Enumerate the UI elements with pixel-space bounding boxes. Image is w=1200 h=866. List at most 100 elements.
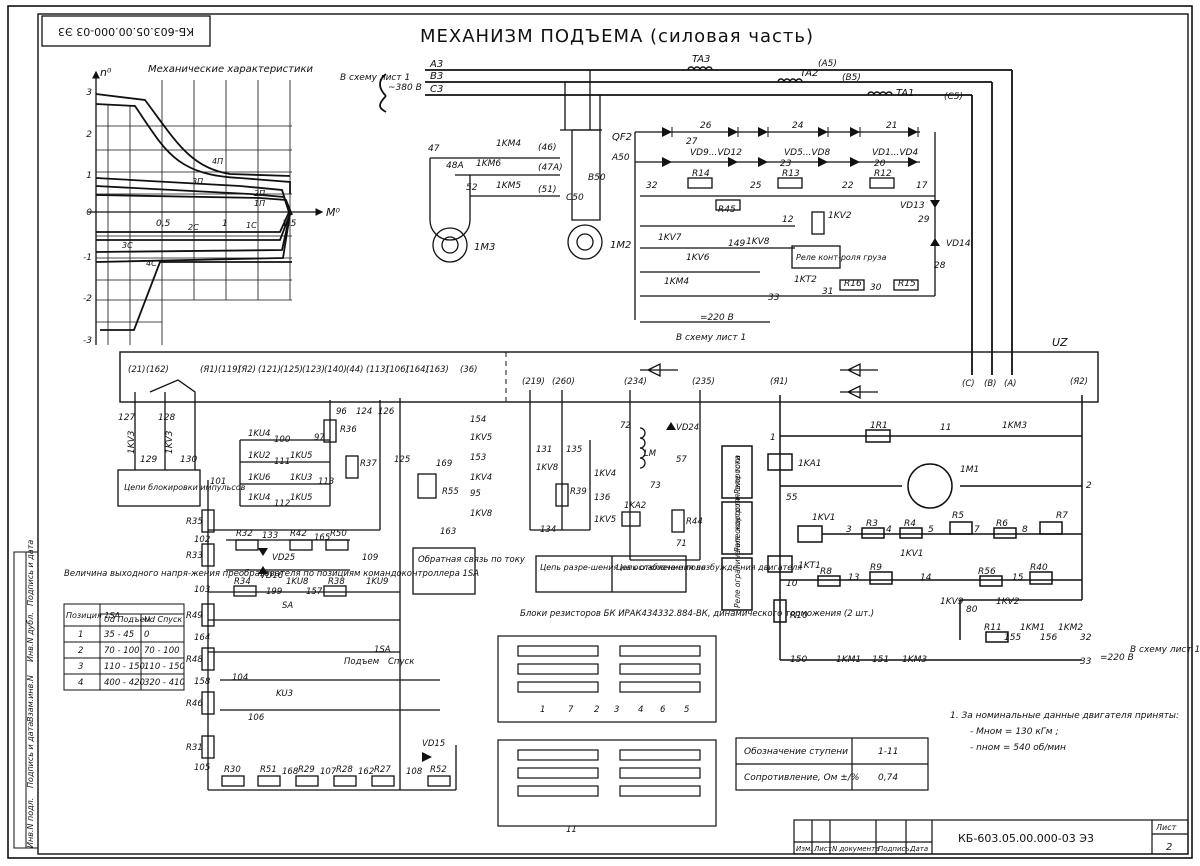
node-a50: A50 [611,153,630,163]
aw-151: 151 [872,655,889,665]
armature-circuit: 1M1 1KM3 1R1 R3 R4 R5 R6 R7 R8 R9 R56 R4… [721,395,1200,667]
cw-165: 165 [314,533,330,543]
y-tick-3: 3 [86,88,92,98]
uz-label: UZ [1052,336,1068,349]
voltage-table-cell: 1 [78,630,83,640]
page-title: МЕХАНИЗМ ПОДЪЕМА (силовая часть) [420,26,814,47]
stamp-col-3: Подпись [878,845,910,853]
aw-80: 80 [966,605,978,615]
r51: R51 [260,765,277,775]
ta2-label: TA2 [800,68,818,79]
f-w73: 73 [650,481,661,491]
w27: 27 [686,137,698,147]
contactor-1km3: 1KM3 [1002,421,1027,431]
r48: R48 [186,655,203,665]
node-46: (46) [538,143,556,153]
cw-112: 112 [274,499,290,509]
w32: 32 [646,181,658,191]
f-r39: R39 [570,487,587,497]
y-tick-m2: -2 [83,294,92,304]
stamp-col-1: Лист [813,845,833,853]
a-r7: R7 [1056,511,1068,521]
stamp-col-4: Дата [909,845,928,853]
controller-down: Спуск [388,657,415,667]
stamp-col-2: N документа [832,845,880,853]
voltage-table-cell: 2 [78,646,83,656]
f-w131: 131 [536,445,552,455]
side-label-1: Подпись и дата [26,722,35,788]
vd16: VD16 [260,571,284,581]
f-w72: 72 [620,421,631,431]
r13: R13 [782,169,800,179]
ta1-label: TA1 [896,88,914,99]
rb-t4: 4 [638,705,643,715]
f-1kv5: 1KV5 [594,515,616,525]
uz-t-121: (121) [258,365,281,375]
rb-label: 11 [566,825,577,835]
supply-lines: A3 B3 C3 В схему лист 1 ~380 В (А5) (В5)… [340,54,1013,375]
y-tick-0: 0 [86,208,92,218]
uz-t-36: (36) [460,365,477,375]
uz-t-c: (C) [962,379,975,389]
side-current-relay: Реле тока [733,455,742,494]
aw-55: 55 [786,493,798,503]
rb-title: Блоки резисторов БК ИРАК434332.884-ВК, д… [520,609,874,619]
out-b5: (В5) [842,73,861,83]
f-w135: 135 [566,445,582,455]
step-h1: Обозначение ступени [744,747,848,757]
node-b50: B50 [588,173,606,183]
side-label-2: Взам.инв.N [26,675,35,722]
node-1km4: 1KM4 [496,139,521,149]
r42: R42 [290,529,307,539]
rb-t5: 5 [684,705,689,715]
cw-107: 107 [320,767,337,777]
curve-1c: 1С [246,221,257,230]
node-52: 52 [466,183,478,193]
cw-164: 164 [194,633,210,643]
mech-x-label: M⁰ [326,206,340,219]
w20: 20 [874,159,886,169]
uz-t-235: (235) [692,377,715,387]
uz-t-125: (125) [280,365,303,375]
curve-3c: 3С [122,241,133,250]
cw-199: 199 [266,587,282,597]
controller-sa: SA [282,601,293,611]
a-r8: R8 [820,567,832,577]
rb-t2: 2 [594,705,599,715]
out-c5: (С5) [944,92,963,102]
aw-11: 11 [940,423,951,433]
aw-2: 2 [1086,481,1092,491]
breaker-qf2: QF2 [612,132,632,143]
cw-153: 153 [470,453,486,463]
phase-a3: A3 [429,59,443,70]
notes: 1. За номинальные данные двигателя приня… [950,711,1179,753]
side-label-4: Подпись и дата [26,540,35,606]
cw-95: 95 [470,489,481,499]
r38: R38 [328,577,345,587]
uz-t-ya2-r: (Я2) [1070,377,1088,387]
node-48a: 48A [446,161,464,171]
w28: 28 [934,261,946,271]
auxiliary-motors: 1M3 1M2 QF2 47 48A 52 1KM4 1KM6 1KM5 (46… [428,70,632,263]
phase-b3: B3 [430,71,443,82]
w31: 31 [822,287,833,297]
node-51: (51) [538,185,556,195]
uz-t-164: (164) [406,365,429,375]
cw-96: 96 [336,407,347,417]
rb-t6: 6 [660,705,666,715]
f-vd24: VD24 [676,423,699,433]
r12: R12 [874,169,892,179]
f-1kv4: 1KV4 [594,469,616,479]
r28: R28 [336,765,353,775]
c-1ku5-a: 1KU5 [290,451,312,461]
f-w57: 57 [676,455,687,465]
c-1ku4-a: 1KU4 [248,429,270,439]
a-r56: R56 [978,567,996,577]
f-note2: Цепь отключе-ния возбужде-ния двигателя [616,563,802,572]
cw-101: 101 [210,477,226,487]
y-tick-1: 1 [86,171,92,181]
w17: 17 [916,181,928,191]
f-w136: 136 [594,493,611,503]
cw-154: 154 [470,415,486,425]
field-circuit: 1KV8 1KV4 1KV5 1KA2 R39 R44 131 135 134 … [529,390,802,593]
